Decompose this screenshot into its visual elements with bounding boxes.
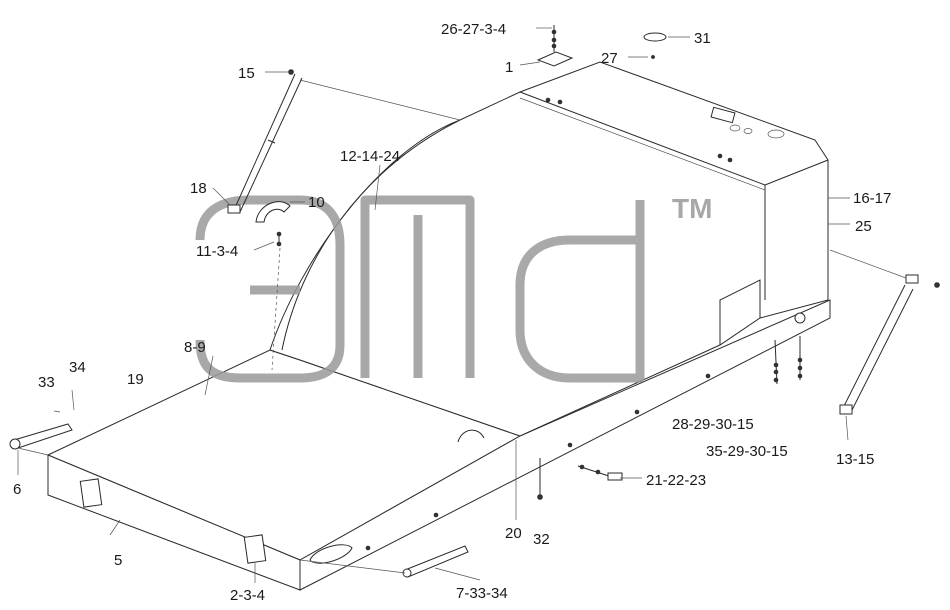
callout-6: 6 [13,481,21,498]
callout-26-27-3-4: 26-27-3-4 [441,21,506,38]
callout-34-top: 34 [69,359,86,376]
gas-strut-right [839,274,940,415]
callout-15-top: 15 [238,65,255,82]
callout-35-29-30-15: 35-29-30-15 [706,443,788,460]
cabin-body [46,61,831,591]
callout-8-9: 8-9 [184,339,206,356]
callout-10: 10 [308,194,325,211]
watermark-logo: TM [195,193,712,383]
callout-25: 25 [855,218,872,235]
callout-labels: 26-27-3-4 31 1 27 15 12-14-24 18 10 11-3… [13,21,891,604]
trademark-symbol: TM [672,193,712,224]
side-connector [577,464,623,481]
callout-27: 27 [601,50,618,67]
callout-5: 5 [114,552,122,569]
callout-20: 20 [505,525,522,542]
door-handle [255,201,291,223]
callout-1: 1 [505,59,513,76]
callout-12-14-24: 12-14-24 [340,148,400,165]
callout-32: 32 [533,531,550,548]
gas-strut-top-left [227,69,303,214]
callout-7-33-34: 7-33-34 [456,585,508,602]
callout-2-3-4: 2-3-4 [230,587,265,604]
callout-16-17: 16-17 [853,190,891,207]
callout-18: 18 [190,180,207,197]
gas-strut-bottom [402,545,469,578]
callout-13-15: 13-15 [836,451,874,468]
callout-31: 31 [694,30,711,47]
callout-11-3-4: 11-3-4 [196,243,238,260]
roof-bracket [536,25,574,67]
right-side-bolts [773,312,806,385]
callout-19: 19 [127,371,144,388]
callout-33-top: 33 [38,374,55,391]
callout-21-22-23: 21-22-23 [646,472,706,489]
pin-assembly [276,231,282,247]
callout-28-29-30-15: 28-29-30-15 [672,416,754,433]
gas-strut-left [9,423,73,450]
lower-pin [537,458,543,500]
roof-cap [643,32,667,59]
leader-lines [17,27,907,583]
